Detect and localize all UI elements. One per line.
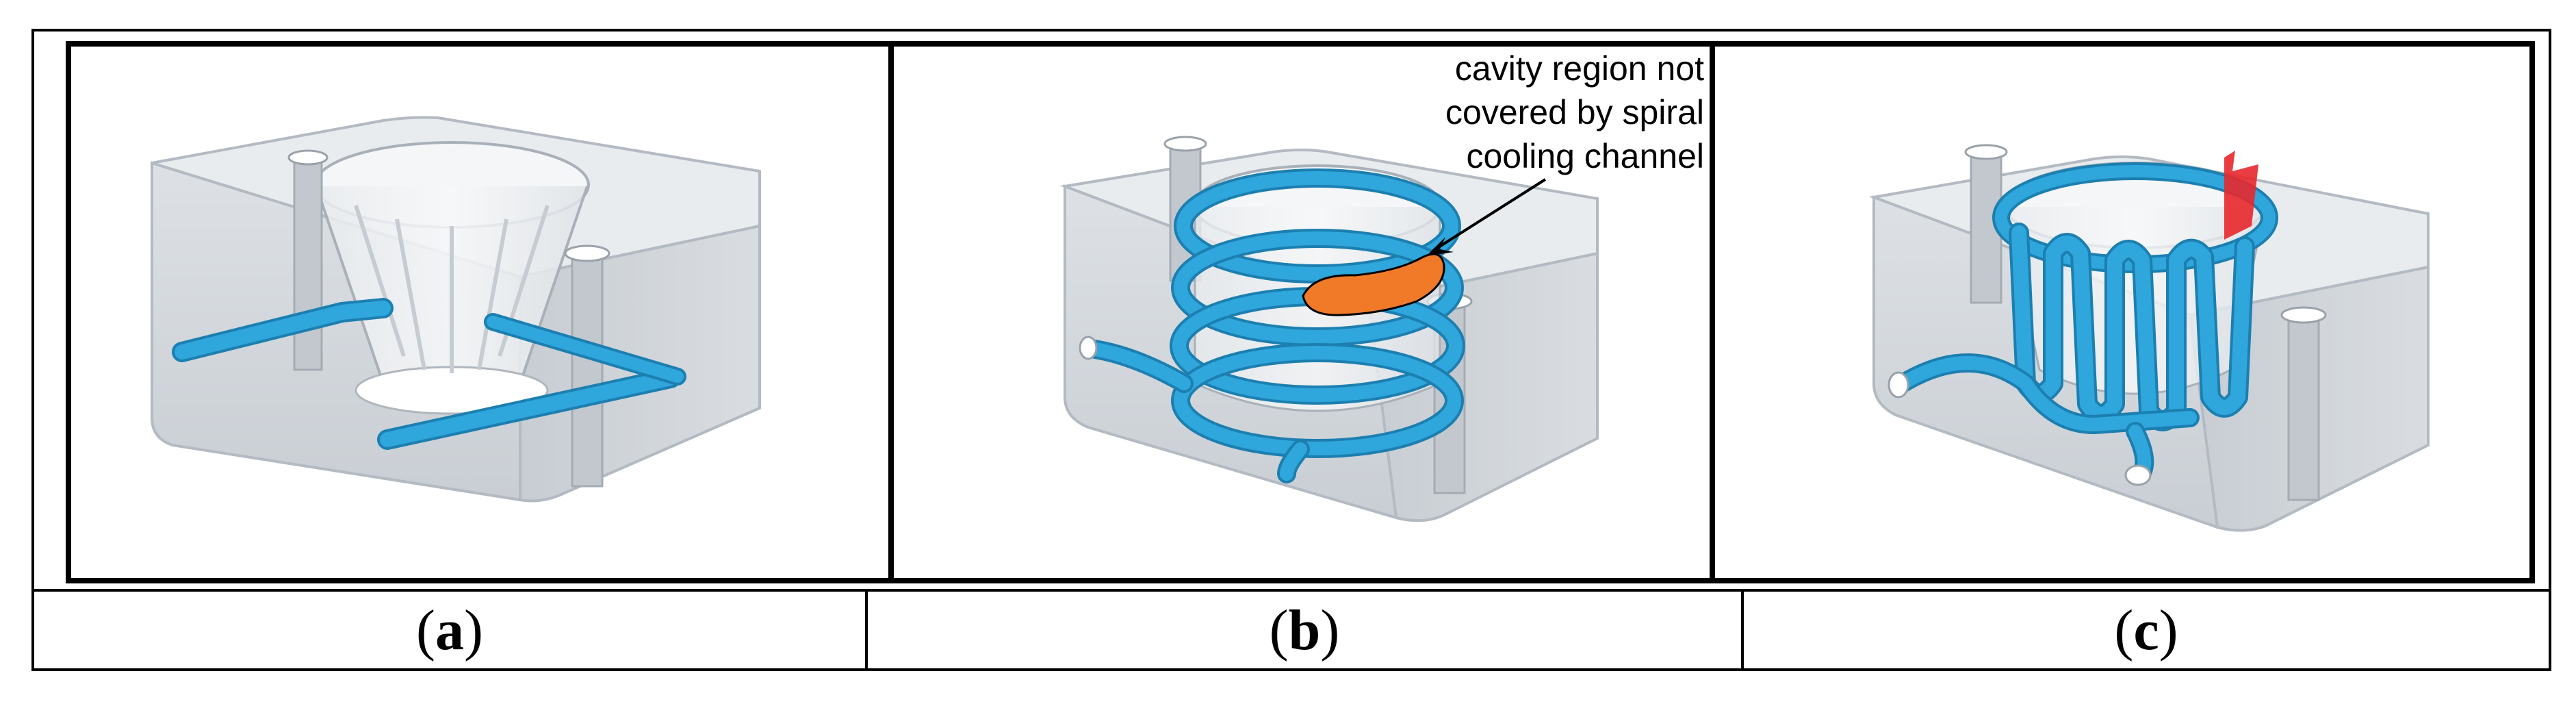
table-outer-border (31, 29, 2551, 671)
annotation-line-3: cooling channel (1466, 137, 1705, 175)
caption-a-letter: a (435, 598, 464, 662)
hot-spot-marker (2224, 151, 2258, 240)
annotation-arrow (1432, 178, 1547, 252)
annotation-line-2: covered by spiral (1445, 93, 1704, 131)
caption-c-letter: c (2133, 598, 2159, 662)
mould-panel-a (151, 116, 761, 503)
mould-panel-b (1059, 136, 1599, 522)
mould-panel-c (1868, 144, 2430, 532)
uncooled-cavity-region (1302, 253, 1445, 316)
caption-a: (a) (416, 598, 483, 662)
annotation-label: cavity region not covered by spiral cool… (1369, 47, 1704, 178)
image-frame (66, 41, 2535, 583)
caption-c: (c) (2114, 598, 2178, 662)
caption-b-letter: b (1288, 598, 1321, 662)
annotation-line-1: cavity region not (1454, 49, 1704, 88)
caption-b: (b) (1269, 598, 1340, 662)
